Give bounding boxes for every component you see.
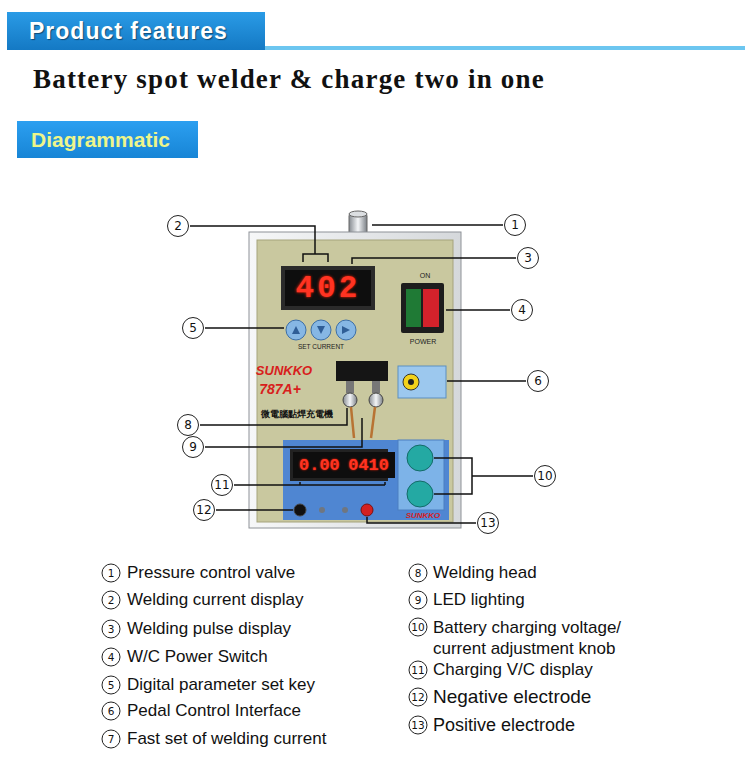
part-name: Charging V/C display <box>433 660 593 680</box>
callout-number: 13 <box>477 512 499 534</box>
callout-number: 1 <box>504 214 526 236</box>
legend-number: 10 <box>409 618 428 637</box>
legend-number: 3 <box>102 620 121 639</box>
tab-label: Product features <box>29 18 228 45</box>
part-name: Welding pulse display <box>127 619 291 639</box>
legend-number: 8 <box>409 564 428 583</box>
callout-number: 2 <box>167 215 189 237</box>
callout-number: 12 <box>193 499 215 521</box>
legend-number: 7 <box>102 730 121 749</box>
panel-marking: SUNKKO <box>406 511 441 520</box>
part-name: LED lighting <box>433 590 525 610</box>
legend-number: 13 <box>409 716 428 735</box>
legend-number: 9 <box>409 591 428 610</box>
part-name: Pedal Control Interface <box>127 701 301 721</box>
panel-marking: SUNKKO <box>256 364 312 379</box>
part-name: Fast set of welding current <box>127 729 326 749</box>
callout-number: 10 <box>534 465 556 487</box>
callout-number: 6 <box>527 370 549 392</box>
callout-number: 8 <box>177 414 199 436</box>
led-digits: 0410 <box>348 456 389 475</box>
tab-label: Diagrammatic <box>31 128 170 152</box>
legend-number: 2 <box>102 591 121 610</box>
part-name: Welding current display <box>127 590 303 610</box>
led-digits: 402 <box>296 271 361 306</box>
legend-number: 12 <box>409 688 428 707</box>
part-name: Battery charging voltage/ current adjust… <box>433 617 665 659</box>
part-name: Negative electrode <box>433 686 591 708</box>
part-name: W/C Power Switch <box>127 647 268 667</box>
panel-marking: 787A+ <box>259 381 301 397</box>
part-name: Pressure control valve <box>127 563 295 583</box>
panel-marking: ON <box>420 272 431 280</box>
led-display: 0.00 0410 <box>293 452 395 478</box>
leader-lines <box>190 225 533 523</box>
legend-number: 1 <box>102 564 121 583</box>
part-name: Digital parameter set key <box>127 675 315 695</box>
section-tab: Diagrammatic <box>17 121 198 158</box>
legend-number: 6 <box>102 702 121 721</box>
part-name: Positive electrode <box>433 715 575 736</box>
callout-number: 4 <box>511 299 533 321</box>
page-title: Battery spot welder & charge two in one <box>33 64 545 95</box>
panel-marking: POWER <box>410 338 436 346</box>
part-name: Welding head <box>433 563 537 583</box>
callout-number: 9 <box>182 436 204 458</box>
legend-number: 5 <box>102 676 121 695</box>
legend-number: 4 <box>102 648 121 667</box>
section-tab: Product features <box>7 12 265 50</box>
panel-marking: SET CURRENT <box>298 343 344 350</box>
callout-number: 3 <box>517 247 539 269</box>
legend-number: 11 <box>409 661 428 680</box>
panel-marking: 微電腦點焊充電機 <box>261 409 333 419</box>
callout-number: 11 <box>211 474 233 496</box>
led-display: 402 <box>285 270 371 306</box>
led-digits: 0.00 <box>299 456 340 475</box>
callout-number: 5 <box>182 317 204 339</box>
